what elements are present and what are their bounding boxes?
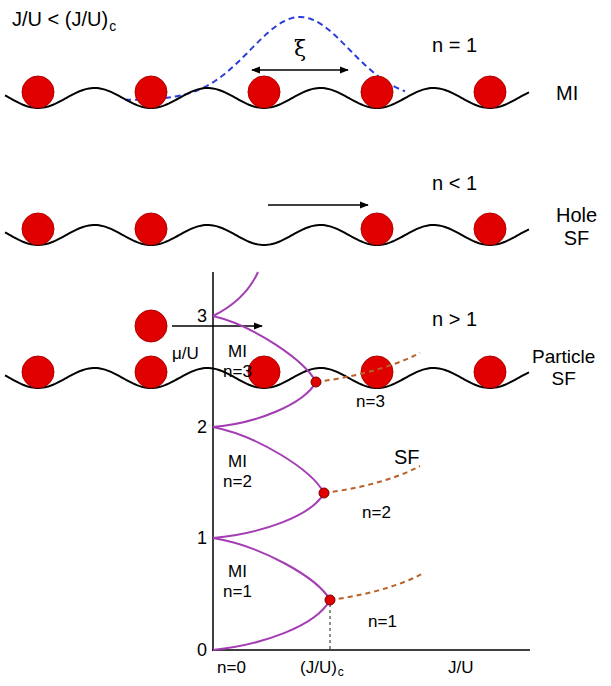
phase-label: SF (394, 446, 420, 469)
density-label: n=2 (362, 503, 391, 523)
density-label: n > 1 (432, 308, 477, 331)
length-symbol: ξ (294, 36, 306, 61)
length-arrow (252, 69, 348, 71)
phase-label: Particle SF (532, 346, 595, 390)
atom (135, 356, 167, 388)
atom (22, 76, 54, 108)
atom (474, 76, 506, 108)
phase-label: MI n=3 (223, 342, 252, 381)
tick-label: 2 (197, 417, 207, 438)
x-axis (212, 649, 530, 651)
critical-marker (329, 604, 330, 650)
phase-label: MI n=2 (223, 452, 252, 491)
hop-arrow (268, 204, 368, 206)
density-label: n=3 (356, 392, 385, 412)
tick-label: 0 (197, 640, 207, 661)
atom (474, 213, 506, 245)
hop-arrow (172, 325, 262, 327)
subscript: c (338, 666, 344, 680)
axis-title: J/U (448, 658, 474, 678)
density-contours (316, 353, 422, 600)
critical-points (311, 377, 335, 605)
atom (135, 213, 167, 245)
tick-label: 1 (197, 528, 207, 549)
phase-label: Hole SF (556, 204, 597, 250)
subscript: c (109, 18, 116, 34)
phase-label: MI n=1 (223, 562, 252, 601)
density-label: n = 1 (432, 34, 477, 57)
density-label: n < 1 (432, 172, 477, 195)
atom (135, 76, 167, 108)
phase-label: MI (556, 82, 578, 105)
atom (248, 76, 280, 108)
atom (474, 356, 506, 388)
axis-label: n=0 (217, 658, 246, 678)
atom (22, 356, 54, 388)
axis-label: (J/U) (300, 658, 337, 678)
atom (22, 213, 54, 245)
condition-label: J/U < (J/U) (12, 8, 108, 31)
lattice-potential (5, 225, 529, 245)
atom (248, 356, 280, 388)
y-axis (212, 272, 214, 651)
density-label: n=1 (368, 612, 397, 632)
atom (361, 213, 393, 245)
atom (135, 310, 167, 342)
atom (361, 356, 393, 388)
mott-lobes (213, 272, 330, 650)
axis-title: μ/U (172, 344, 199, 364)
tick-label: 3 (197, 306, 207, 327)
atoms (22, 76, 506, 388)
atom (361, 76, 393, 108)
